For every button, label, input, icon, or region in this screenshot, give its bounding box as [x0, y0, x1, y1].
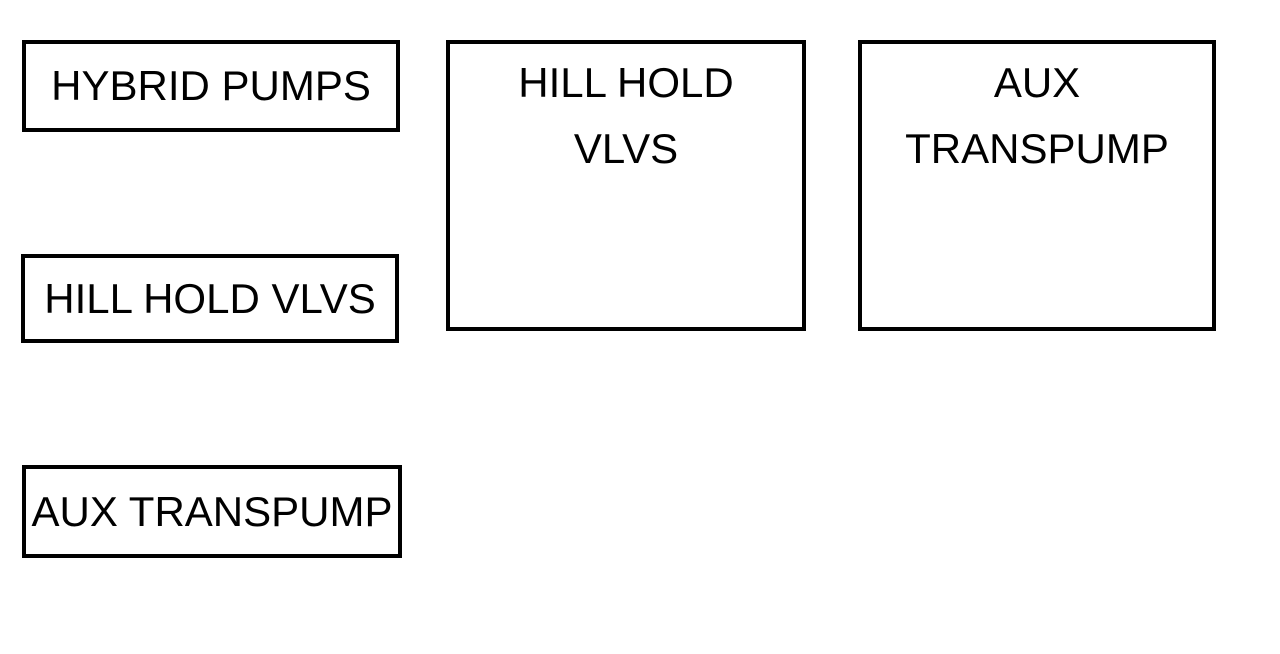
component-label-aux-transpump-line1: AUX	[993, 59, 1081, 106]
component-label-aux-transpump-line2: TRANSPUMP	[905, 125, 1169, 172]
component-label-hill-hold-line2: VLVS	[573, 125, 679, 172]
label-hill-hold-vlvs: HILL HOLD VLVS	[44, 274, 376, 322]
label-box-hill-hold-vlvs: HILL HOLD VLVS	[21, 254, 399, 343]
component-label-hill-hold-line1: HILL HOLD	[518, 59, 734, 106]
label-aux-transpump: AUX TRANSPUMP	[31, 487, 393, 535]
label-box-hybrid-pumps: HYBRID PUMPS	[22, 40, 400, 132]
component-box-aux-transpump: AUX TRANSPUMP	[858, 40, 1216, 331]
label-box-aux-transpump: AUX TRANSPUMP	[22, 465, 402, 558]
label-hybrid-pumps: HYBRID PUMPS	[51, 62, 371, 109]
component-box-hill-hold-vlvs: HILL HOLD VLVS	[446, 40, 806, 331]
